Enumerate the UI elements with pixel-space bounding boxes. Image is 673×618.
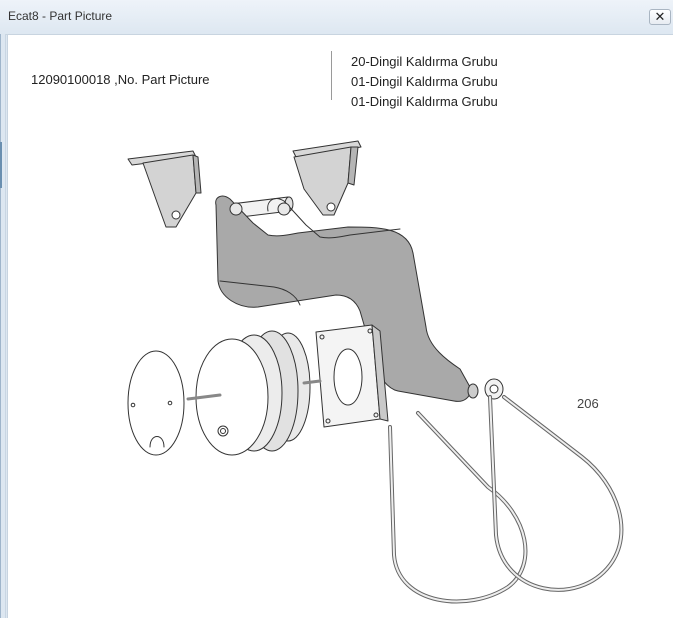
close-icon: ✕ [654, 9, 666, 24]
window-titlebar[interactable]: Ecat8 - Part Picture ✕ [0, 0, 673, 35]
left-bracket [127, 150, 202, 228]
air-bellow [186, 330, 322, 456]
mount-plate [315, 324, 389, 428]
cover-disc [127, 350, 185, 456]
group-list: 20-Dingil Kaldırma Grubu 01-Dingil Kaldı… [351, 52, 498, 112]
pivot-bolt [467, 378, 504, 400]
close-button[interactable]: ✕ [649, 9, 671, 25]
part-number-label: 12090100018 ,No. Part Picture [31, 72, 210, 87]
part-diagram [127, 140, 624, 604]
hanging-loop-left [388, 411, 528, 604]
hanging-loop-right [488, 395, 624, 592]
content-panel: 12090100018 ,No. Part Picture 20-Dingil … [7, 35, 673, 618]
group-item: 01-Dingil Kaldırma Grubu [351, 94, 498, 109]
header-divider [331, 51, 332, 100]
right-bracket [292, 140, 362, 216]
group-item: 20-Dingil Kaldırma Grubu [351, 54, 498, 69]
window-title: Ecat8 - Part Picture [8, 9, 113, 23]
border-marker [0, 142, 2, 188]
lift-arm [215, 195, 471, 402]
callout-206[interactable]: 206 [577, 396, 599, 411]
group-item: 01-Dingil Kaldırma Grubu [351, 74, 498, 89]
window-left-border [0, 34, 6, 618]
